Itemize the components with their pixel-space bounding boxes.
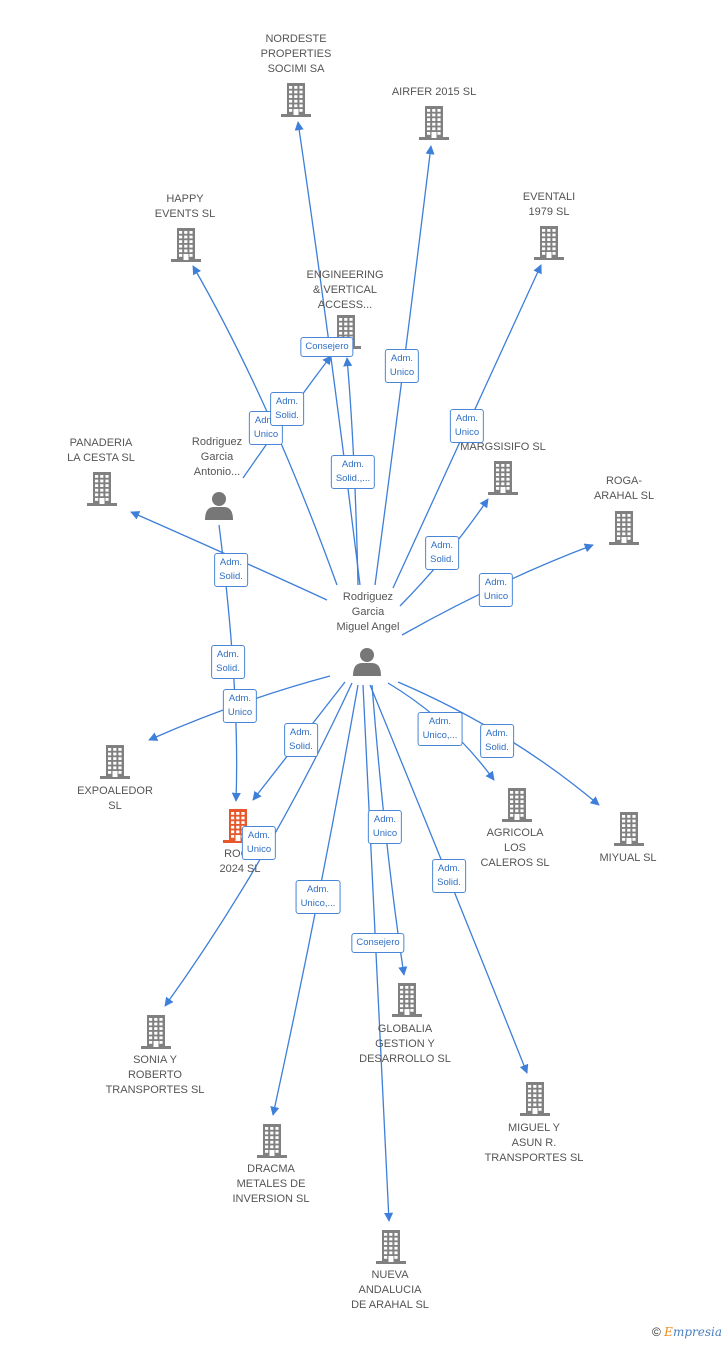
building-icon-panaderia[interactable] bbox=[87, 472, 117, 506]
node-label-miguelyasun[interactable]: MIGUEL Y ASUN R. TRANSPORTES SL bbox=[484, 1122, 584, 1164]
person-icon-antonio[interactable] bbox=[205, 492, 233, 520]
edge-miguel-to-nueva bbox=[362, 684, 394, 1222]
node-label-nordeste[interactable]: NORDESTE PROPERTIES SOCIMI SA bbox=[260, 33, 332, 75]
relation-badge-miguel-miyual[interactable]: Adm. Solid. bbox=[480, 724, 514, 758]
building-icon-sonia[interactable] bbox=[141, 1015, 171, 1049]
building-icon-globalia[interactable] bbox=[392, 983, 422, 1017]
relation-badge-miguel-agricola[interactable]: Adm. Unico,... bbox=[417, 712, 463, 746]
node-label-eventali[interactable]: EVENTALI 1979 SL bbox=[522, 191, 576, 218]
node-label-sonia[interactable]: SONIA Y ROBERTO TRANSPORTES SL bbox=[105, 1054, 205, 1096]
node-label-margsisifo[interactable]: MARGSISIFO SL bbox=[460, 441, 546, 453]
building-icon-nordeste[interactable] bbox=[281, 83, 311, 117]
node-label-agricola[interactable]: AGRICOLA LOS CALEROS SL bbox=[480, 827, 550, 869]
node-label-antonio[interactable]: Rodriguez Garcia Antonio... bbox=[191, 436, 243, 478]
relation-badge-miguel-roca[interactable]: Adm. Solid. bbox=[284, 723, 318, 757]
brand-name: mpresia bbox=[672, 1325, 722, 1339]
relation-badge-miguel-eventali[interactable]: Adm. Unico bbox=[449, 409, 485, 443]
building-icon-dracma[interactable] bbox=[257, 1124, 287, 1158]
relation-badge-antonio-engineering[interactable]: Consejero bbox=[300, 337, 354, 357]
node-label-roga[interactable]: ROGA- ARAHAL SL bbox=[593, 475, 655, 502]
node-label-miguel[interactable]: Rodriguez Garcia Miguel Angel bbox=[336, 591, 400, 633]
relation-badge-miguel-roga[interactable]: Adm. Unico bbox=[478, 573, 514, 607]
building-icon-nueva[interactable] bbox=[376, 1230, 406, 1264]
relation-badge-miguel-globalia[interactable]: Adm. Unico bbox=[367, 810, 403, 844]
building-icon-agricola[interactable] bbox=[502, 788, 532, 822]
node-label-miyual[interactable]: MIYUAL SL bbox=[599, 852, 657, 864]
relation-badge-antonio-roca[interactable]: Adm. Solid. bbox=[211, 645, 245, 679]
relation-badge-miguel-margsisifo[interactable]: Adm. Solid. bbox=[425, 536, 459, 570]
relation-badge-miguel-miguelyasun[interactable]: Adm. Solid. bbox=[432, 859, 466, 893]
copyright-symbol: © bbox=[651, 1325, 661, 1339]
relation-badge-miguel-sonia[interactable]: Adm. Unico bbox=[241, 826, 277, 860]
brand-initial: E bbox=[664, 1325, 673, 1339]
relation-badge-miguel-airfer[interactable]: Adm. Unico bbox=[384, 349, 420, 383]
relation-badge-miguel-panaderia[interactable]: Adm. Solid. bbox=[214, 553, 248, 587]
footer-brand[interactable]: © Empresia bbox=[652, 1325, 722, 1339]
building-icon-roga[interactable] bbox=[609, 511, 639, 545]
relation-badge-miguel-expoaledor[interactable]: Adm. Unico bbox=[222, 689, 258, 723]
node-label-nueva[interactable]: NUEVA ANDALUCIA DE ARAHAL SL bbox=[351, 1269, 429, 1311]
node-label-dracma[interactable]: DRACMA METALES DE INVERSION SL bbox=[232, 1163, 310, 1205]
building-icon-margsisifo[interactable] bbox=[488, 461, 518, 495]
building-icon-miyual[interactable] bbox=[614, 812, 644, 846]
building-icon-expoaledor[interactable] bbox=[100, 745, 130, 779]
node-label-expoaledor[interactable]: EXPOALEDOR SL bbox=[77, 785, 153, 812]
building-icon-miguelyasun[interactable] bbox=[520, 1082, 550, 1116]
building-icon-eventali[interactable] bbox=[534, 226, 564, 260]
node-label-globalia[interactable]: GLOBALIA GESTION Y DESARROLLO SL bbox=[359, 1023, 451, 1065]
node-label-engineering[interactable]: ENGINEERING & VERTICAL ACCESS... bbox=[306, 269, 384, 311]
person-icon-miguel[interactable] bbox=[353, 648, 381, 676]
node-label-happy[interactable]: HAPPY EVENTS SL bbox=[154, 193, 216, 220]
relation-badge-extra-0[interactable]: Adm. Solid. bbox=[270, 392, 304, 426]
relation-badge-miguel-dracma[interactable]: Adm. Unico,... bbox=[295, 880, 341, 914]
node-label-panaderia[interactable]: PANADERIA LA CESTA SL bbox=[67, 437, 135, 464]
building-icon-happy[interactable] bbox=[171, 228, 201, 262]
relation-badge-miguel-nueva[interactable]: Consejero bbox=[351, 933, 405, 953]
relation-badge-miguel-engineering[interactable]: Adm. Solid.,... bbox=[330, 455, 376, 489]
building-icon-airfer[interactable] bbox=[419, 106, 449, 140]
node-label-airfer[interactable]: AIRFER 2015 SL bbox=[391, 86, 477, 98]
